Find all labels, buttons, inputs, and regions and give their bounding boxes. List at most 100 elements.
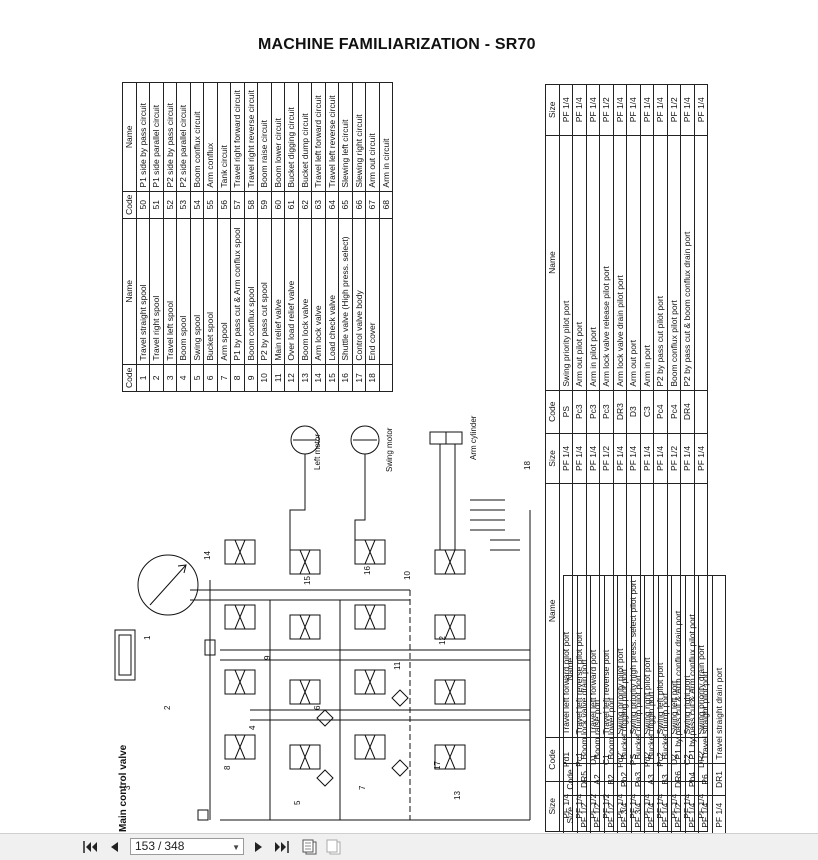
circuit-code: 67 [365, 191, 379, 219]
spool-code: 4 [176, 364, 190, 392]
port-size: PF 1/4 [613, 84, 627, 136]
circuit-name: P2 side by pass circuit [163, 82, 177, 192]
circuit-name: P1 side parallel circuit [149, 82, 163, 192]
port-code: A3 [644, 763, 658, 796]
port-code: Pc4 [667, 390, 681, 434]
circuit-code: 58 [244, 191, 258, 219]
last-page-icon [275, 841, 289, 853]
port-size: PF 1/2 [604, 795, 618, 833]
port-size: PF 1/4 [658, 795, 672, 833]
port-size: PF 1/4 [572, 84, 586, 136]
circuit-name: Slewing left circuit [338, 82, 352, 192]
fit-page-button[interactable] [302, 839, 318, 855]
callout-number: 4 [248, 725, 257, 730]
col-size: Size [563, 795, 577, 833]
viewer-toolbar: 153/348 ▼ [0, 833, 818, 860]
spool-name: End cover [365, 218, 379, 365]
port-size: PF 1/4 [694, 84, 708, 136]
circuit-name: Tank circuit [217, 82, 231, 192]
circuit-code: 54 [190, 191, 204, 219]
port-size: PF 1/4 [572, 433, 586, 484]
circuit-name: Bucket dump circuit [298, 82, 312, 192]
last-page-button[interactable] [274, 839, 290, 855]
spool-code: 7 [217, 364, 231, 392]
circuit-code: 66 [352, 191, 366, 219]
callout-number: 5 [293, 800, 302, 805]
port-name: Travel straight drain port [712, 575, 726, 764]
spool-code: 17 [352, 364, 366, 392]
port-size: PF 1/4 [653, 433, 667, 484]
chevron-down-icon[interactable]: ▼ [232, 843, 240, 852]
page-number-field[interactable]: 153/348 ▼ [130, 838, 244, 855]
spool-name: Boom spool [176, 218, 190, 365]
port-code: Pc3 [599, 390, 613, 434]
circuit-code: 57 [230, 191, 244, 219]
circuit-name: Travel left reverse circuit [325, 82, 339, 192]
schematic-label: Main control valve [118, 744, 129, 832]
spool-code: 12 [284, 364, 298, 392]
port-code: DR6 [671, 763, 685, 796]
port-name: Arm lock valve release pilot port [599, 135, 613, 391]
callout-number: 13 [453, 791, 462, 800]
spool-code: 2 [149, 364, 163, 392]
callout-number: 1 [143, 635, 152, 640]
spool-name: Main relief valve [271, 218, 285, 365]
port-name: Travel straight pilot port [698, 575, 712, 764]
circuit-name: P2 side parallel circuit [176, 82, 190, 192]
port-code [694, 390, 708, 434]
port-code: Pb4 [685, 763, 699, 796]
port-code: DR3 [613, 390, 627, 434]
spool-name: Travel right spool [149, 218, 163, 365]
port-name: Arm lock valve drain pilot port [613, 135, 627, 391]
port-size: PF 1/4 [613, 433, 627, 484]
callout-number: 8 [223, 765, 232, 770]
callout-number: 17 [433, 761, 442, 770]
port-code: Pc4 [653, 390, 667, 434]
spool-name: Boom conflux spool [244, 218, 258, 365]
port-name: Bucket dump port [658, 575, 672, 764]
port-name: P2 by pass cut pilot port [653, 135, 667, 391]
port-size: PF 1/4 [644, 795, 658, 833]
spool-name: Arm spool [217, 218, 231, 365]
spool-name: Travel straight spool [136, 218, 150, 365]
spool-code: 14 [311, 364, 325, 392]
port-name: Arm out pilot port [572, 135, 586, 391]
callout-number: 18 [523, 461, 532, 470]
circuit-name: Bucket digging circuit [284, 82, 298, 192]
fit-page-icon [302, 839, 317, 855]
port-size: PF 1/4 [694, 433, 708, 484]
port-name: Bucket diggin port [644, 575, 658, 764]
port-size: PF 1/2 [577, 795, 591, 833]
circuit-code: 50 [136, 191, 150, 219]
spool-code: 6 [203, 364, 217, 392]
circuit-code: 55 [203, 191, 217, 219]
port-code: PS [559, 390, 573, 434]
port-size: PF 3/4 [617, 795, 631, 833]
port-size: PF 1/2 [667, 84, 681, 136]
current-page: 153 [135, 839, 156, 853]
port-name: P2 by pass cut & boom conflux drain port [680, 135, 694, 391]
previous-page-button[interactable] [106, 839, 122, 855]
callout-number: 16 [363, 566, 372, 575]
circuit-name: Travel right reverse circuit [244, 82, 258, 192]
next-page-icon [255, 842, 262, 852]
fit-width-button[interactable] [326, 839, 342, 855]
first-page-button[interactable] [82, 839, 98, 855]
next-page-button[interactable] [251, 839, 267, 855]
swing-motor-label: Swing motor [385, 427, 394, 472]
spool-code: 18 [365, 364, 379, 392]
callout-number: 3 [123, 785, 132, 790]
